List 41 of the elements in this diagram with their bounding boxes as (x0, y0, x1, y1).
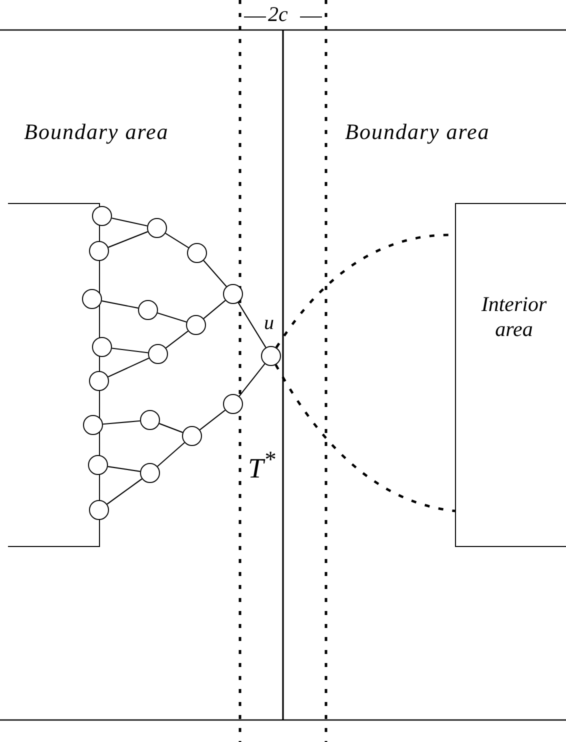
tree-edge (203, 300, 226, 319)
dashed-curve (274, 364, 456, 512)
tree-node-circle (82, 289, 102, 309)
tree-node-circle (186, 315, 206, 335)
tree-node-circle (83, 415, 103, 435)
tree-edge (108, 466, 140, 472)
tree-node-circle (261, 346, 281, 366)
tree-edge (102, 300, 138, 309)
tree-node-circle (140, 463, 160, 483)
area-label: Interior area (480, 292, 548, 342)
tree-node-circle (223, 394, 243, 414)
interior-area-box (455, 203, 566, 547)
tree-node-circle (92, 206, 112, 226)
tree-node-circle (148, 344, 168, 364)
tree-node-circle (138, 300, 158, 320)
tree-node-circle (182, 426, 202, 446)
tree-edge (112, 218, 148, 226)
tree-edge (238, 302, 266, 348)
tree-edge (157, 312, 187, 323)
tree-edge (112, 348, 148, 354)
tree-node-circle (88, 455, 108, 475)
tree-edge (200, 410, 226, 430)
tree-node-circle (147, 218, 167, 238)
tree-edge (159, 423, 183, 433)
tree-edge (157, 442, 185, 467)
tree-node-circle (140, 410, 160, 430)
tree-edge (108, 231, 148, 248)
tree-edge (108, 358, 150, 378)
tree-node-circle (223, 284, 243, 304)
tree-edge (203, 260, 227, 287)
node-label: u (264, 312, 274, 335)
tree-edge (106, 478, 142, 505)
tree-node-circle (89, 500, 109, 520)
tree-edge (166, 330, 188, 348)
tree-node-circle (89, 371, 109, 391)
tree-edge (238, 364, 266, 396)
tree-edge (165, 232, 189, 248)
tree-edge (102, 420, 140, 425)
tree-node-circle (187, 243, 207, 263)
tree-node-circle (92, 337, 112, 357)
tree-node-circle (89, 241, 109, 261)
